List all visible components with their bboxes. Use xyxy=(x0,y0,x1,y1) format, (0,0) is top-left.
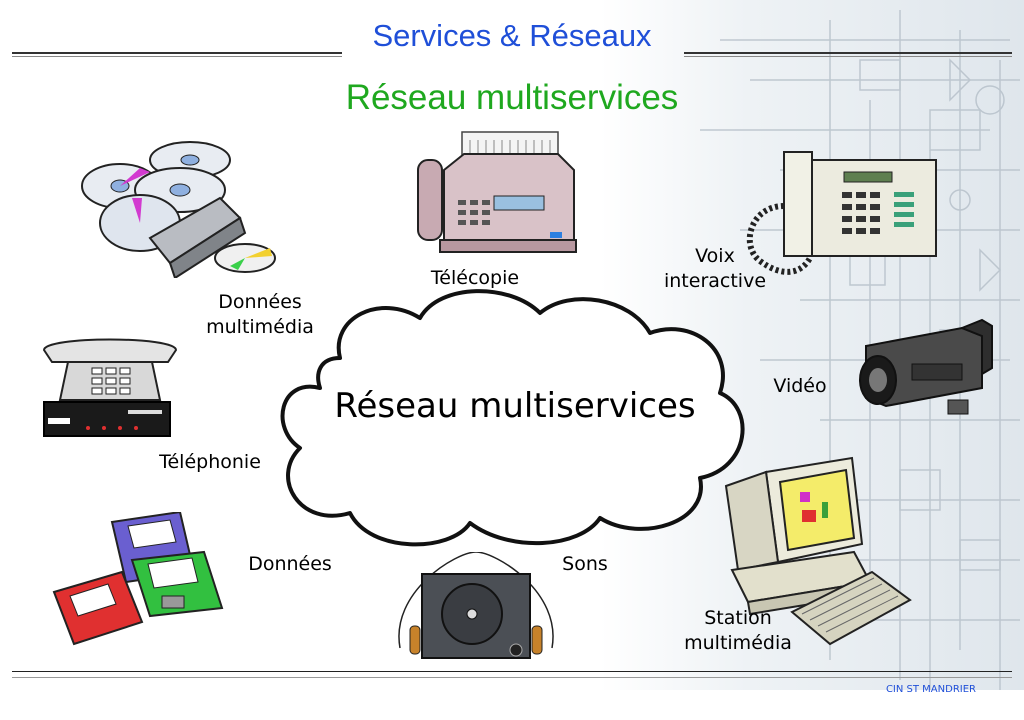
label-line: Téléphonie xyxy=(159,451,261,473)
computer-icon xyxy=(724,456,912,646)
label-line: multimédia xyxy=(206,316,314,338)
label-donnees-multimedia: Données multimédia xyxy=(195,290,325,340)
footer-rule xyxy=(12,671,1012,672)
label-telecopie: Télécopie xyxy=(410,266,540,291)
label-video: Vidéo xyxy=(755,374,845,399)
slide-subtitle: Réseau multiservices xyxy=(345,78,679,117)
camcorder-icon xyxy=(859,318,993,415)
floppy-disks-icon xyxy=(52,512,224,646)
header-rule-right xyxy=(684,52,1012,57)
label-donnees: Données xyxy=(230,552,350,577)
label-line: Sons xyxy=(562,553,608,575)
label-line: interactive xyxy=(663,270,767,292)
network-cloud xyxy=(280,289,745,547)
cloud-label: Réseau multiservices xyxy=(334,386,696,426)
label-telephonie: Téléphonie xyxy=(140,450,280,475)
label-line: Station xyxy=(704,607,772,629)
footer-rule-thin xyxy=(12,677,1012,678)
label-line: multimédia xyxy=(684,632,792,654)
label-voix-interactive: Voix interactive xyxy=(640,244,790,294)
label-line: Télécopie xyxy=(430,267,520,289)
telephone-icon xyxy=(42,338,178,437)
label-sons: Sons xyxy=(540,552,630,577)
header-rule-left xyxy=(12,52,342,57)
label-line: Voix xyxy=(695,245,735,267)
header-title: Services & Réseaux xyxy=(372,18,652,53)
speaker-icon xyxy=(398,552,554,659)
label-line: Données xyxy=(248,553,332,575)
label-line: Vidéo xyxy=(773,375,827,397)
fax-icon xyxy=(417,131,577,253)
cd-drive-icon xyxy=(81,141,276,278)
label-station-multimedia: Station multimédia xyxy=(668,606,808,656)
label-line: Données xyxy=(218,291,302,313)
footer-text: CIN ST MANDRIER xyxy=(885,684,976,695)
desk-phone-icon xyxy=(746,151,937,275)
